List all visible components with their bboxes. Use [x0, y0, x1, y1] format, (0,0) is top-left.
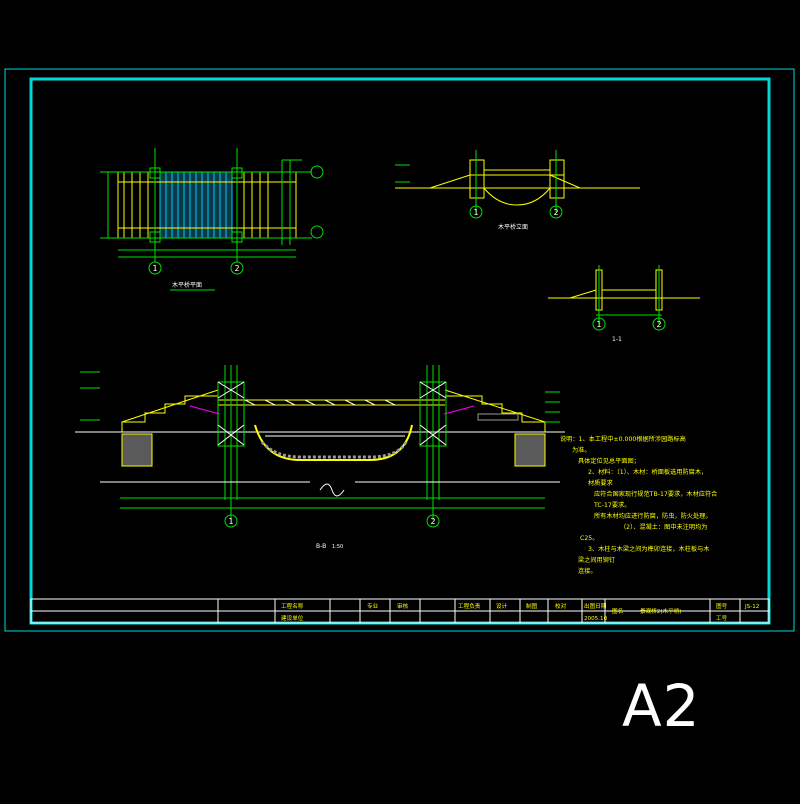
note-line-2: 为准。 [572, 446, 591, 454]
tb-drawing-no-label: 图号 [716, 602, 728, 610]
note-line-9: （2）、混凝土：图中未注明均为 [620, 523, 707, 531]
tb-job-no-label: 工号 [716, 615, 728, 622]
inner-frame [29, 77, 771, 625]
note-line-1: 说明：1、本工程中±0.000根据所涉园路标高 [560, 435, 686, 443]
tb-project-lead-label: 工程负责 [458, 602, 481, 610]
title-block: 工程名称 建设单位 专业 审核 工程负责 设计 制图 校对 出图日期 2005.… [30, 598, 770, 624]
tb-drawing-name-label: 图名 [612, 607, 623, 615]
tb-design-label: 设计 [496, 602, 508, 610]
elevation-view: 1 2 木平桥立面 [395, 150, 640, 231]
note-line-6: 应符合国家现行规范TB-17要求，木材应符合 [594, 490, 717, 498]
note-line-8: 所有木材均应进行防腐，防虫，防火处理。 [594, 512, 712, 520]
small-axis-1: 1 [596, 320, 601, 329]
plan-title: 木平桥平面 [172, 281, 202, 289]
note-line-13: 连接。 [578, 567, 597, 575]
note-line-4: 2、材料：（1）、木材：桥面板选用防腐木， [588, 468, 707, 476]
plan-view: 1 2 木平桥平面 [100, 148, 324, 291]
note-line-3: 具体定位见总平面图； [578, 457, 640, 465]
tb-project-name-label: 工程名称 [281, 602, 304, 610]
note-line-11: 3、木柱与木梁之间为榫卯连接，木柱板与木 [588, 545, 710, 553]
note-line-5: 材质要求 [588, 479, 613, 487]
tb-professional-label: 专业 [367, 602, 379, 610]
plan-axis-1: 1 [152, 264, 157, 273]
tb-review-label: 审核 [397, 602, 409, 610]
tb-drawing-label: 制图 [526, 602, 538, 610]
plan-axis-2: 2 [234, 264, 239, 273]
elev-axis-2: 2 [553, 208, 558, 217]
tb-date-value: 2005.10 [584, 616, 608, 622]
section-b-scale: 1:50 [332, 544, 343, 550]
tb-drawing-name-value: 景观桥2(木平桥) [640, 607, 682, 615]
tb-drawing-no-value: JS-12 [744, 604, 759, 610]
tb-date-label: 出图日期 [584, 602, 607, 610]
section-axis-1: 1 [228, 517, 233, 526]
elevation-title: 木平桥立面 [498, 223, 528, 231]
note-line-10: C25。 [580, 535, 598, 542]
section-b-title: B-B [316, 543, 326, 550]
outer-frame [4, 68, 795, 632]
section-b-view: 1 2 B-B 1:50 [75, 365, 565, 550]
small-section-view: 1 2 1-1 [548, 265, 700, 343]
section-axis-2: 2 [430, 517, 435, 526]
note-line-7: TC-17要求。 [593, 501, 630, 509]
small-axis-2: 2 [656, 320, 661, 329]
small-section-title: 1-1 [612, 336, 622, 343]
tb-client-label: 建设单位 [281, 614, 304, 622]
note-line-12: 梁之间用铆钉 [578, 556, 615, 564]
sheet-size-label: A2 [622, 672, 701, 740]
tb-check-label: 校对 [555, 602, 567, 610]
elev-axis-1: 1 [473, 208, 478, 217]
design-notes: 说明：1、本工程中±0.000根据所涉园路标高 为准。 具体定位见总平面图； 2… [560, 435, 717, 575]
